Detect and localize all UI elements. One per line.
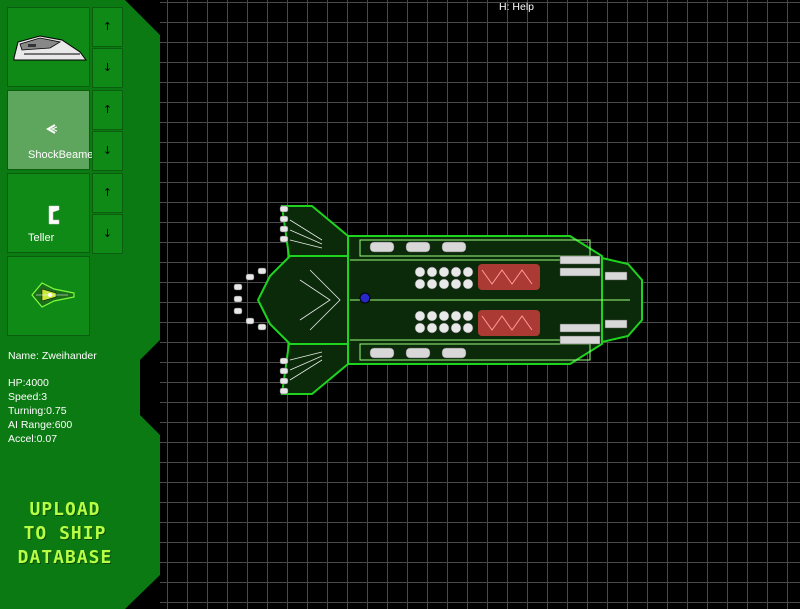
shockbeam-weapon-icon [45, 124, 58, 134]
shuttle-ship-icon [13, 35, 87, 61]
fighter-ship-icon [31, 282, 75, 308]
stat-speed: Speed:3 [8, 391, 48, 403]
slot-3[interactable]: Teller [7, 173, 90, 253]
upload-line-1: UPLOAD [29, 499, 101, 520]
slot-2-down-button[interactable]: ↓ [92, 131, 123, 171]
sidebar: ↑ ↓ ShockBeame ↑ ↓ Teller ↑ ↓ Name: Zwei… [0, 0, 160, 609]
stat-turning: Turning:0.75 [8, 405, 67, 417]
slot-4[interactable] [7, 256, 90, 336]
stat-accel: Accel:0.07 [8, 433, 58, 445]
slot-3-label: Teller [28, 232, 55, 244]
slot-3-down-button[interactable]: ↓ [92, 214, 123, 254]
slot-2[interactable]: ShockBeame [7, 90, 94, 170]
upload-line-2: TO SHIP [23, 523, 107, 544]
ship-name: Name: Zweihander [8, 350, 97, 362]
slot-2-up-button[interactable]: ↑ [92, 90, 123, 130]
stat-ai-range: AI Range:600 [8, 419, 73, 431]
slot-1-up-button[interactable]: ↑ [92, 7, 123, 47]
stat-hp: HP:4000 [8, 377, 49, 389]
slot-1[interactable] [7, 7, 90, 87]
ship-stats: Name: Zweihander HP:4000 Speed:3 Turning… [8, 349, 97, 446]
teller-weapon-icon [48, 205, 60, 225]
slot-1-down-button[interactable]: ↓ [92, 48, 123, 88]
slot-3-up-button[interactable]: ↑ [92, 173, 123, 213]
help-hint: H: Help [499, 1, 535, 13]
upload-to-database-button[interactable]: UPLOAD TO SHIP DATABASE [10, 498, 120, 576]
upload-line-3: DATABASE [17, 547, 113, 568]
slot-2-label: ShockBeame [28, 149, 94, 161]
ship-blueprint[interactable] [230, 200, 650, 400]
